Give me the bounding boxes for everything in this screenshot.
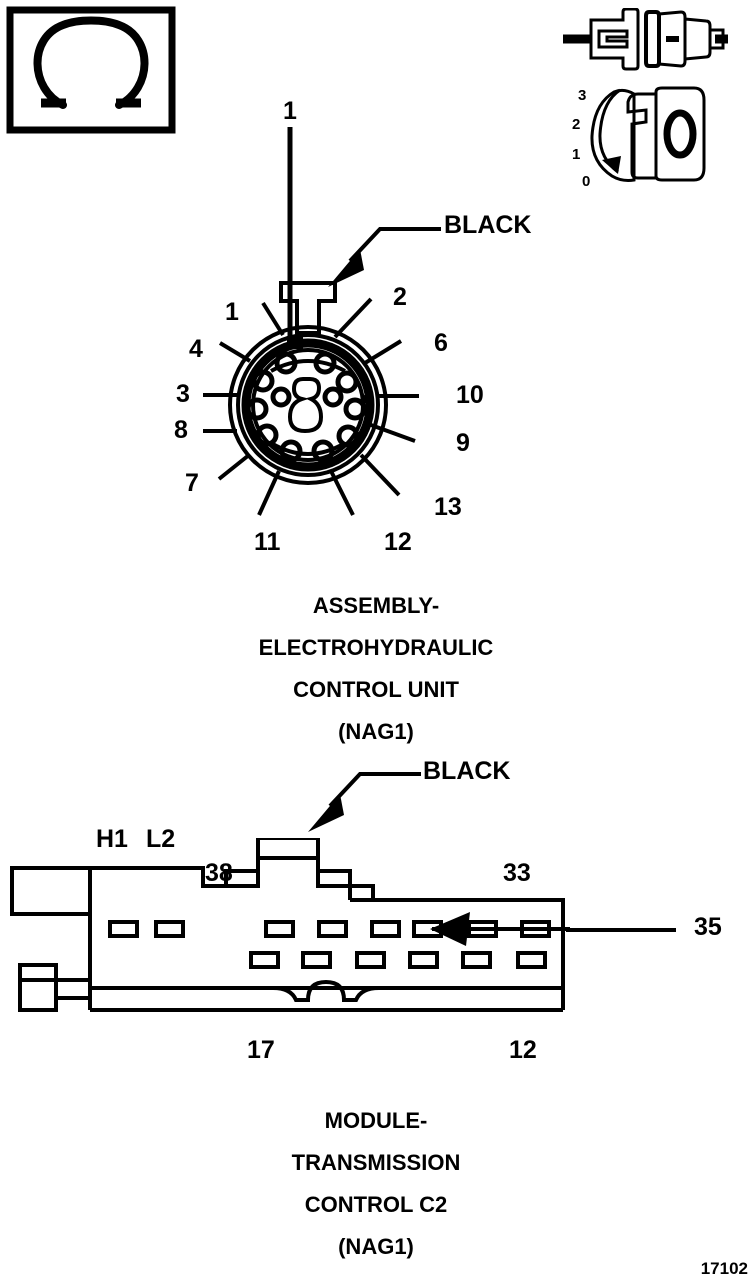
cavity-label-38: 38 <box>205 859 233 887</box>
top-caption-line-1: ASSEMBLY- <box>312 593 440 618</box>
cavity-label-l2: L2 <box>146 825 176 853</box>
cavity-label-3: 3 <box>176 380 190 408</box>
probe-cavity-label-bottom: 35 <box>694 913 722 941</box>
top-caption-line-4: (NAG1) <box>338 719 414 744</box>
black-leader-arrow-bottom <box>296 760 421 835</box>
top-caption-line-3: CONTROL UNIT <box>293 677 459 702</box>
black-leader-arrow-top <box>316 215 441 290</box>
bottom-caption-line-3: CONTROL C2 <box>304 1192 448 1217</box>
ohm-symbol-icon <box>6 6 176 134</box>
wire-color-callout-top: BLACK <box>444 211 532 239</box>
cavity-label-8: 8 <box>174 416 188 444</box>
cavity-label-11: 11 <box>254 528 281 556</box>
probe-cavity-label-top: 1 <box>283 97 297 125</box>
top-caption-line-2: ELECTROHYDRAULIC <box>258 635 494 660</box>
cavity-label-2: 2 <box>393 283 407 311</box>
transmission-control-module-c2-connector <box>8 838 578 1033</box>
probe-lead-line-top <box>286 127 296 342</box>
electrohydraulic-control-unit-connector <box>175 275 475 540</box>
figure-number: 17102 <box>700 1259 748 1278</box>
cavity-label-10: 10 <box>456 381 484 409</box>
cavity-label-7: 7 <box>185 469 199 497</box>
cavity-label-h1: H1 <box>96 825 128 853</box>
cavity-label-4: 4 <box>189 335 203 363</box>
key-position-label-3: 3 <box>578 87 587 104</box>
key-position-label-2: 2 <box>572 116 581 133</box>
wire-color-callout-bottom: BLACK <box>423 757 511 785</box>
cavity-label-12: 12 <box>384 528 412 556</box>
cavity-label-13: 13 <box>434 493 462 521</box>
bottom-caption-line-1: MODULE- <box>324 1108 428 1133</box>
bottom-caption-line-4: (NAG1) <box>338 1234 414 1259</box>
key-position-label-0: 0 <box>582 173 591 190</box>
cavity-label-12-bottom: 12 <box>509 1036 537 1064</box>
cavity-label-33: 33 <box>503 859 531 887</box>
key-position-label-1: 1 <box>572 146 581 163</box>
cavity-label-17: 17 <box>247 1036 275 1064</box>
cavity-label-9: 9 <box>456 429 470 457</box>
cavity-label-1: 1 <box>225 298 239 326</box>
cavity-label-6: 6 <box>434 329 448 357</box>
probe-lead-line-bottom <box>566 925 676 935</box>
bottom-caption-line-2: TRANSMISSION <box>291 1150 461 1175</box>
disconnect-connector-icon <box>563 8 728 76</box>
ignition-key-switch-icon <box>572 84 710 194</box>
